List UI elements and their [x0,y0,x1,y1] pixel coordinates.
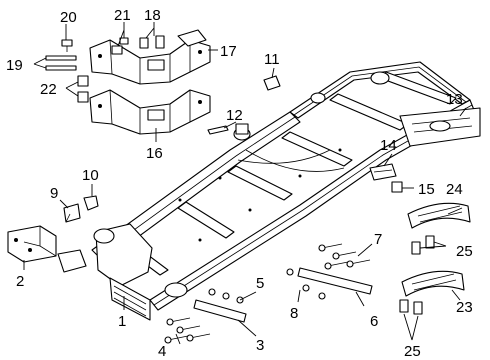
crossmember-part-16 [89,89,211,135]
callout-3: 3 [256,337,264,354]
callout-4: 4 [158,343,166,360]
bolt-kit-part-7 [318,243,371,270]
callout-19: 19 [6,57,23,74]
callout-9: 9 [50,185,58,202]
shield-part-23 [401,270,465,297]
callout-16: 16 [146,145,163,162]
callout-5: 5 [256,275,264,292]
bracket-part-9 [63,203,81,223]
callout-13: 13 [446,91,463,108]
callout-24: 24 [446,181,463,198]
callout-22: 22 [40,81,57,98]
bolt-part-19 [45,55,77,71]
front-mount-bracket [57,249,87,273]
shield-part-24 [407,202,471,229]
clip-part-10 [83,195,99,211]
callout-20: 20 [60,9,77,26]
callout-25-upper: 25 [456,243,473,260]
bolt-kit-part-4 [164,317,211,344]
callout-12: 12 [226,107,243,124]
callout-21: 21 [114,7,131,24]
callout-10: 10 [82,167,99,184]
nut-part-22 [77,75,89,103]
frame-assembly [91,61,475,321]
bracket-part-6 [297,267,373,295]
callout-25-lower: 25 [404,343,421,360]
bracket-part-3 [193,299,247,323]
leader-lines [23,22,467,345]
front-bracket-part-2 [7,225,57,263]
callout-14: 14 [380,137,397,154]
nut-part-21 [111,37,129,55]
nut-kit-part-5 [208,288,244,304]
callout-17: 17 [220,43,237,60]
callout-1: 1 [118,313,126,330]
crossmember-part-17 [89,29,211,85]
bolt-part-18 [139,35,165,49]
callout-7: 7 [374,231,382,248]
nut-kit-part-8 [286,268,326,300]
callout-2: 2 [16,273,24,290]
fastener-part-25-lower [399,299,423,315]
callout-18: 18 [144,7,161,24]
callout-6: 6 [370,313,378,330]
callout-23: 23 [456,299,473,316]
skid-plate-part-13 [399,107,481,147]
callout-15: 15 [418,181,435,198]
callout-labels: 20 19 21 18 17 22 11 12 16 13 14 15 10 9… [6,7,473,360]
bolt-part-20 [61,39,73,52]
plug-part-11 [263,75,281,91]
pin-part-12 [207,125,229,135]
callout-11: 11 [264,51,280,68]
callout-8: 8 [290,305,298,322]
bolt-part-15 [391,181,403,193]
fastener-part-25-upper [411,235,435,255]
